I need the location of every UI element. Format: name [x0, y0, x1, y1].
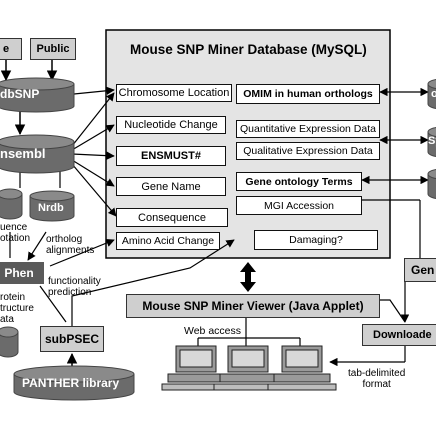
dbsnp-to-db-arrow — [73, 86, 115, 95]
field-mgi-accession: MGI Accession — [236, 196, 362, 215]
panther-label: PANTHER library — [22, 376, 120, 390]
field-qualitative-expression: Qualitative Expression Data — [236, 142, 380, 160]
right-mid-cylinder — [427, 126, 436, 157]
database-title: Mouse SNP Miner Database (MySQL) — [130, 42, 367, 57]
field-damaging: Damaging? — [254, 230, 378, 250]
protein-structure-label: rotein tructure ata — [0, 292, 34, 325]
dbsnp-cylinder — [0, 77, 75, 113]
nrdb-cylinder — [29, 190, 75, 222]
public-source-box: Public — [30, 38, 76, 60]
ensembl-to-chromosome-arrow — [71, 92, 115, 147]
computer-icon — [161, 345, 231, 391]
field-nucleotide-change: Nucleotide Change — [116, 116, 226, 134]
tab-delimited-label: tab-delimited format — [348, 368, 406, 390]
structure-db-cylinder — [0, 326, 19, 358]
private-source-box: e — [0, 38, 22, 60]
ensembl-to-ensmust-arrow — [71, 151, 115, 160]
gen-box: Gen — [404, 258, 436, 282]
right-top-label: o — [431, 88, 436, 100]
subpsec-box: subPSEC — [40, 326, 104, 352]
dbsnp-label: dbSNP — [0, 87, 40, 101]
web-access-label: Web access — [184, 325, 241, 337]
nrdb-to-phen-arrow — [27, 231, 47, 261]
ensembl-to-consequence-arrow — [71, 163, 117, 217]
right-low-cylinder — [427, 168, 436, 199]
computer-icon — [213, 345, 283, 391]
subpsec-to-damaging-arrow — [71, 239, 235, 326]
phen-box: Phen — [0, 262, 44, 284]
ensembl-to-nucleotide-arrow — [71, 124, 115, 151]
nrdb-label: Nrdb — [38, 202, 64, 214]
viewer-applet-box: Mouse SNP Miner Viewer (Java Applet) — [126, 294, 380, 318]
computer-icon — [267, 345, 337, 391]
ortholog-alignments-label: ortholog alignments — [46, 234, 95, 256]
panther-cylinder — [13, 365, 135, 401]
db-viewer-double-arrow — [240, 262, 256, 292]
field-chromosome-location: Chromosome Location — [116, 84, 232, 102]
field-gene-name: Gene Name — [116, 177, 226, 196]
sequence-db-cylinder — [0, 188, 23, 220]
field-amino-acid-change: Amino Acid Change — [116, 232, 220, 250]
right-mid-label: Sy — [428, 135, 436, 147]
field-quantitative-expression: Quantitative Expression Data — [236, 120, 380, 138]
phen-to-amino-arrow — [49, 238, 115, 267]
field-ensmust: ENSMUST# — [116, 146, 226, 166]
ensembl-cylinder — [0, 134, 75, 174]
ensembl-label: nsembl — [0, 146, 46, 161]
field-consequence: Consequence — [116, 208, 228, 227]
field-omim: OMIM in human orthologs — [236, 84, 380, 104]
ensembl-to-genename-arrow — [71, 159, 115, 187]
functionality-prediction-label: functionality prediction — [48, 276, 101, 298]
right-top-cylinder — [427, 78, 436, 109]
downloader-box: Downloade — [362, 324, 436, 346]
sequence-annotation-label: uence otation — [0, 222, 31, 244]
field-go-terms: Gene ontology Terms — [236, 172, 362, 191]
